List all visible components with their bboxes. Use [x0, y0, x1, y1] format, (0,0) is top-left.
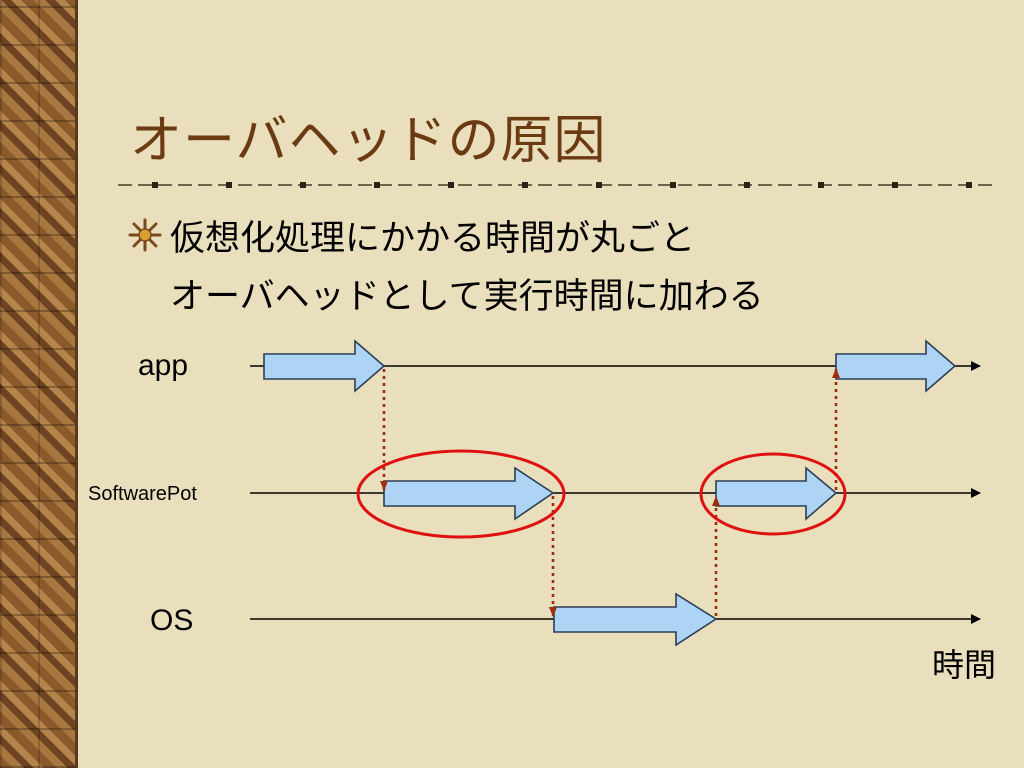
bullet-text-line-1: 仮想化処理にかかる時間が丸ごと [170, 219, 696, 259]
overhead-highlight-1 [356, 449, 566, 539]
app-execution-arrow-2 [835, 339, 957, 393]
decorative-wood-strip [0, 0, 78, 768]
sparkle-bullet-icon [128, 218, 162, 252]
softwarepot-execution-arrow-1 [383, 466, 555, 521]
slide-title: オーバヘッドの原因 [130, 111, 607, 171]
app-execution-arrow-1 [263, 339, 386, 393]
overhead-highlight-2 [699, 452, 847, 536]
bullet-text-line-2: オーバヘッドとして実行時間に加わる [170, 277, 764, 317]
lane-label-os: OS [150, 604, 193, 637]
time-axis-label: 時間 [932, 647, 996, 683]
lane-label-softwarepot: SoftwarePot [88, 483, 197, 505]
softwarepot-execution-arrow-2 [715, 466, 838, 521]
lane-label-app: app [138, 349, 188, 382]
title-divider [118, 182, 998, 188]
os-execution-arrow [553, 592, 718, 647]
